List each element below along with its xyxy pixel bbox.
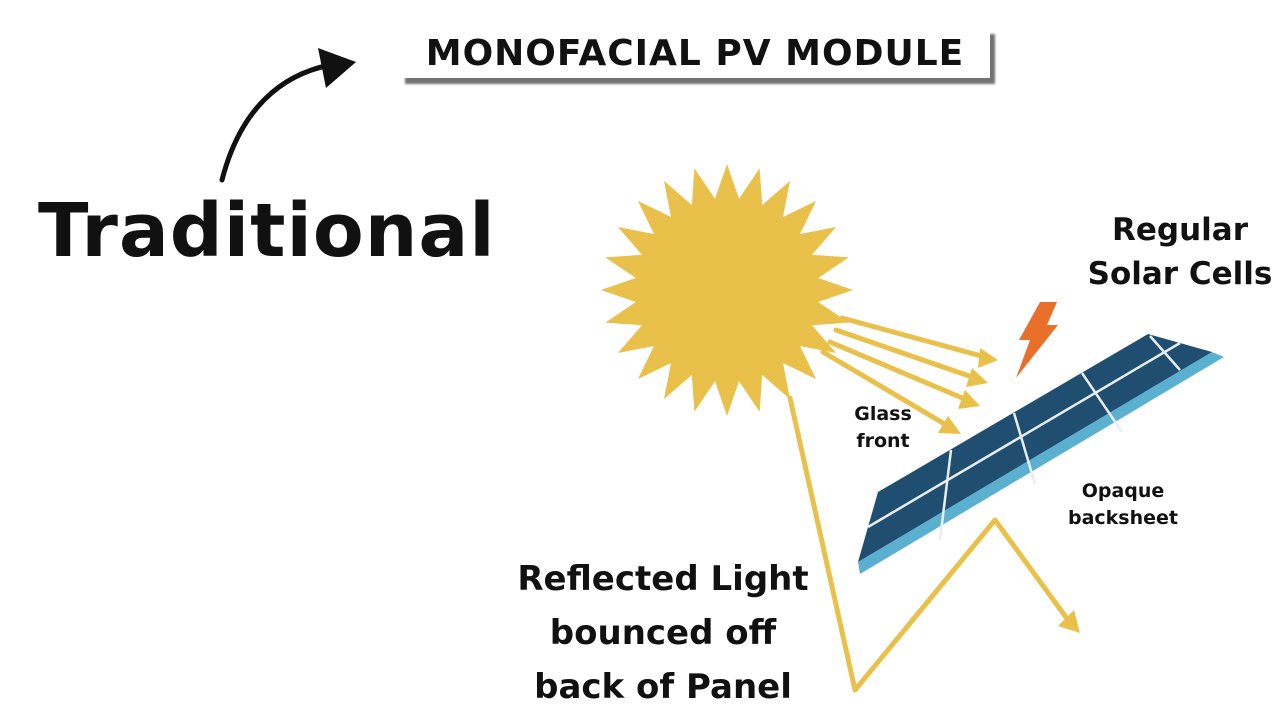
reflected-arrowhead-icon — [1058, 610, 1080, 633]
label-line: bounced off — [549, 613, 777, 653]
diagram-title: MONOFACIAL PV MODULE — [400, 28, 990, 78]
incoming-light-rays — [820, 315, 998, 434]
label-opaque-backsheet: Opaque backsheet — [1058, 478, 1188, 532]
label-line: Opaque — [1081, 480, 1165, 502]
label-line: Solar Cells — [1087, 256, 1273, 292]
label-line: Reflected Light — [517, 559, 809, 599]
sun-icon — [601, 164, 853, 416]
label-glass-front: Glass front — [838, 401, 928, 455]
reflected-light-ray — [787, 395, 1071, 693]
label-line: front — [856, 430, 910, 452]
heading-traditional: Traditional — [38, 188, 496, 274]
label-reflected-light: Reflected Light bounced off back of Pane… — [498, 552, 828, 714]
label-line: back of Panel — [534, 667, 792, 707]
label-line: Regular — [1112, 212, 1248, 248]
solar-panel-icon — [858, 334, 1224, 574]
lightning-bolt-icon — [1016, 302, 1058, 378]
label-regular-solar-cells: Regular Solar Cells — [1070, 208, 1280, 296]
label-line: backsheet — [1067, 507, 1178, 529]
label-line: Glass — [854, 403, 912, 425]
curved-arrow-icon — [219, 48, 356, 183]
